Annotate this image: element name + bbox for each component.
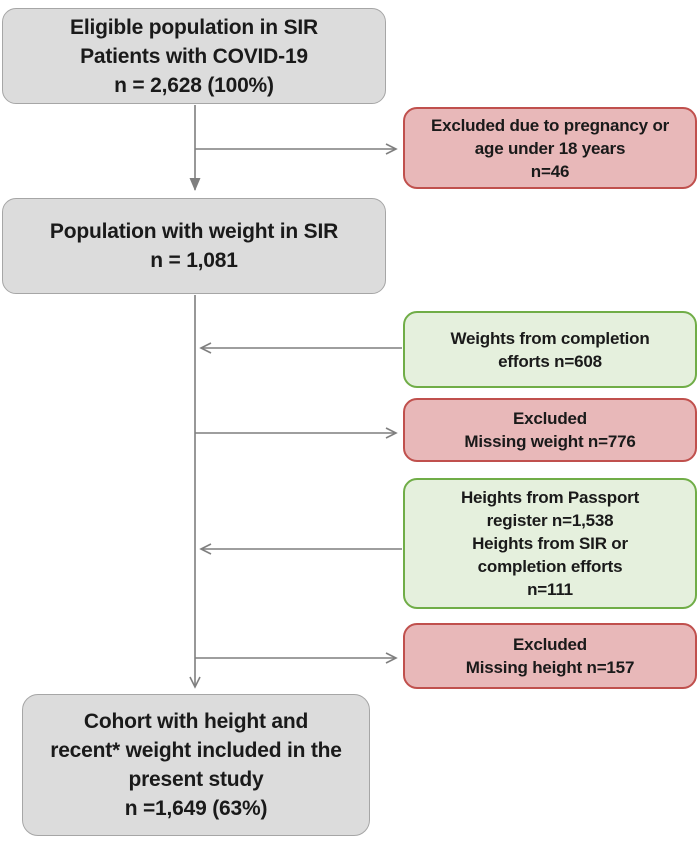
excluded-missing-height-box: Excluded Missing height n=157	[403, 623, 697, 689]
text-line: n=46	[530, 161, 570, 181]
text-line: Excluded	[513, 409, 587, 428]
text-line: n = 1,081	[150, 249, 238, 272]
text-line: Weights from completion	[450, 328, 650, 348]
text-line: efforts n=608	[498, 351, 602, 371]
text-line: Population with weight in SIR	[49, 220, 339, 243]
population-with-weight-box: Population with weight in SIR n = 1,081	[2, 198, 386, 294]
text-line: Excluded due to pregnancy or	[430, 115, 670, 135]
text-line: n = 2,628 (100%)	[114, 73, 274, 97]
text-line: n=111	[527, 580, 573, 599]
text-line: Missing weight n=776	[464, 432, 636, 451]
text-line: Heights from SIR or	[472, 534, 628, 553]
text-line: recent* weight included in the	[50, 739, 342, 762]
text-line: n =1,649 (63%)	[124, 797, 268, 820]
eligible-population-box: Eligible population in SIR Patients with…	[2, 8, 386, 104]
excluded-pregnancy-box: Excluded due to pregnancy or age under 1…	[403, 107, 697, 189]
text-line: register n=1,538	[486, 511, 614, 530]
text-line: present study	[128, 768, 264, 791]
text-line: Eligible population in SIR	[70, 15, 318, 39]
text-line: age under 18 years	[474, 138, 626, 158]
text-line: Patients with COVID-19	[80, 44, 308, 68]
text-line: Missing height n=157	[465, 658, 635, 677]
excluded-missing-weight-box: Excluded Missing weight n=776	[403, 398, 697, 462]
heights-sources-box: Heights from Passport register n=1,538 H…	[403, 478, 697, 609]
weights-completion-box: Weights from completion efforts n=608	[403, 311, 697, 388]
final-cohort-box: Cohort with height and recent* weight in…	[22, 694, 370, 836]
text-line: Heights from Passport	[460, 488, 640, 507]
text-line: Cohort with height and	[83, 710, 309, 733]
text-line: Excluded	[513, 635, 587, 654]
text-line: completion efforts	[477, 557, 623, 576]
